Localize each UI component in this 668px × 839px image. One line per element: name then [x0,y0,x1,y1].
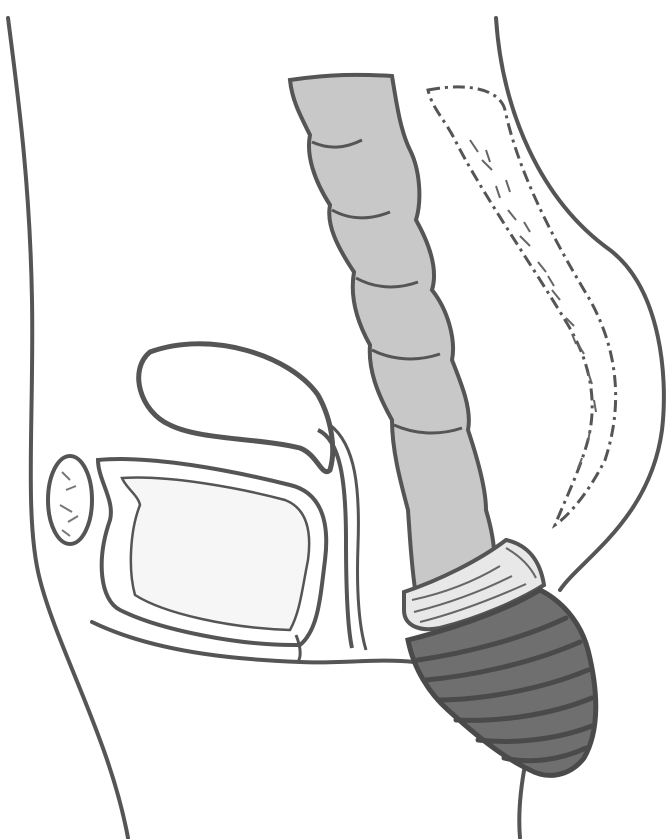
body-front-contour [8,18,128,838]
leg-contour [519,760,526,838]
pubic-bone [48,456,92,544]
uterus [139,344,333,472]
